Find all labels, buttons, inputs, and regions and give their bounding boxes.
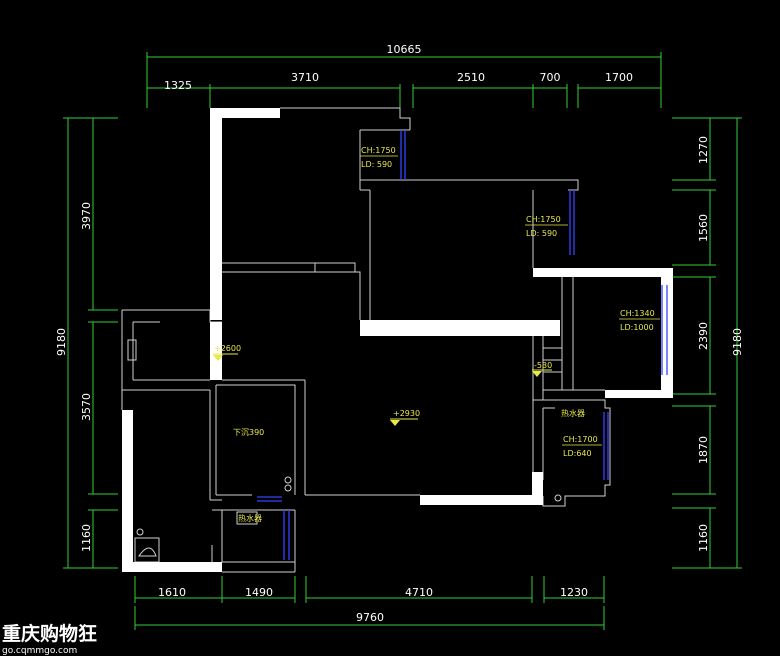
dim-right-2: 1560 [697,214,710,242]
dim-top-4: 700 [540,71,561,84]
annotation-ch1: CH:1750 [361,146,396,155]
annotation-ld1: LD: 590 [361,160,392,169]
dim-top-1: 1325 [164,79,192,92]
heater-label-left: 热水器 [238,513,262,523]
level-triangle-center [390,420,400,426]
dim-right-total: 9180 [731,328,744,356]
dim-left-2: 3570 [80,393,93,421]
annotation-ch4: CH:1700 [563,435,598,444]
dim-top-3: 2510 [457,71,485,84]
dim-right-1: 1270 [697,136,710,164]
level-label-left: +2600 [214,344,241,353]
level-triangle-left [213,355,223,361]
dim-bottom-2: 1490 [245,586,273,599]
annotation-ld2: LD: 590 [526,229,557,238]
dim-bottom-1: 1610 [158,586,186,599]
dim-top-total: 10665 [387,43,422,56]
exterior-walls [122,108,673,572]
dim-right-3: 2390 [697,322,710,350]
dim-left-total: 9180 [55,328,68,356]
windows [257,130,668,560]
level-label-right: -530 [534,361,552,370]
dim-top-2: 3710 [291,71,319,84]
watermark-url: go.cqmmgo.com [2,646,77,656]
watermark-title: 重庆购物狂 [2,622,97,645]
dim-left-1: 3970 [80,202,93,230]
level-markers [213,353,552,426]
dim-bottom-3: 4710 [405,586,433,599]
heater-label-right: 热水器 [561,408,585,418]
room-annotations: +2600 +2930 -530 下沉390 热水器 热水器 [214,344,585,523]
annotation-ch2: CH:1750 [526,215,561,224]
annotation-ld3: LD:1000 [620,323,654,332]
watermark: 重庆购物狂 go.cqmmgo.com [2,622,97,656]
annotation-ch3: CH:1340 [620,309,655,318]
beam-label: 下沉390 [233,428,264,437]
dim-left-3: 1160 [80,524,93,552]
window-annotations: CH:1750 LD: 590 CH:1750 LD: 590 CH:1340 … [360,146,660,458]
dim-bottom-4: 1230 [560,586,588,599]
dim-bottom-total: 9760 [356,611,384,624]
dim-right-5: 1160 [697,524,710,552]
dim-top-5: 1700 [605,71,633,84]
level-triangle-right [532,371,542,377]
annotation-ld4: LD:640 [563,449,592,458]
dim-right-4: 1870 [697,436,710,464]
dimension-labels: 10665 1325 3710 2510 700 1700 9180 3970 … [55,43,744,624]
level-label-center: +2930 [393,409,420,418]
dimension-lines [63,52,742,630]
